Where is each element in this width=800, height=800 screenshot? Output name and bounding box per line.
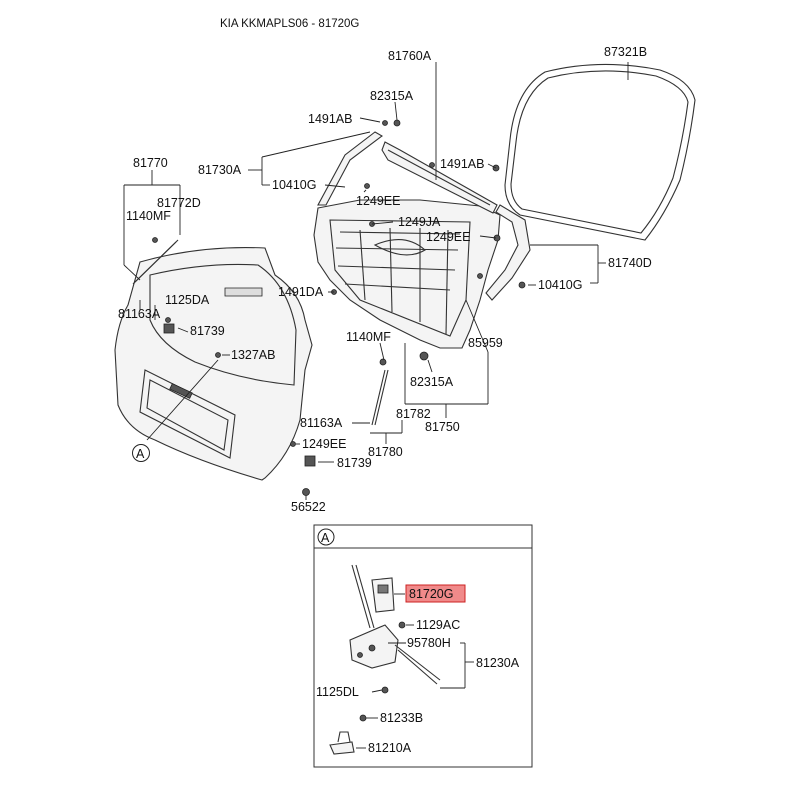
part-labels: 81760A 87321B 82315A 1491AB 1491AB 81770… [118,45,652,755]
label-87321b: 87321B [604,45,647,59]
detail-box: A [313,524,533,768]
label-81163a-mid: 81163A [300,416,343,430]
label-1249ee-low: 1249EE [302,437,346,451]
trim-panel [313,199,501,349]
highlighted-part-81720g [405,584,466,603]
lock-switch [371,577,395,613]
left-side-trim [317,131,383,206]
label-1327ab: 1327AB [231,348,275,362]
bracket-81739-low [304,455,316,467]
label-81740d: 81740D [608,256,652,270]
label-1125dl: 1125DL [316,685,359,699]
bolt-1125dl [381,686,389,694]
diagram-title: KIA KKMAPLS06 - 81720G [220,18,359,30]
tailgate-panel [114,247,313,481]
label-1249ee-top: 1249EE [356,194,400,208]
label-81780: 81780 [368,445,403,459]
label-81230a: 81230A [476,656,520,670]
bolt-1129ac [398,621,406,629]
clip-82315a [393,119,401,127]
label-1140mf-mid: 1140MF [346,330,391,344]
label-81782: 81782 [396,407,431,421]
label-1491ab-right: 1491AB [440,157,484,171]
weatherstrip [504,63,696,241]
label-81739-left: 81739 [190,324,225,338]
label-56522: 56522 [291,500,326,514]
label-1140mf-left: 1140MF [126,209,171,223]
label-1249ee-right: 1249EE [426,230,470,244]
label-81760a: 81760A [388,49,432,63]
striker [329,741,355,755]
detail-marker-main [132,444,150,462]
label-81772d: 81772D [157,196,201,210]
gas-strut-right [371,369,386,426]
label-10410g-left: 10410G [272,178,316,192]
right-side-trim [485,204,531,301]
label-82315a-low: 82315A [410,375,454,389]
latch-rod [351,564,371,629]
label-81720g: 81720G [409,587,453,601]
label-1491da: 1491DA [278,285,324,299]
label-10410g-right: 10410G [538,278,582,292]
label-81730a: 81730A [198,163,242,177]
bracket-81739-left [163,323,175,334]
leader-lines [123,62,629,500]
label-1249ja: 1249JA [398,215,441,229]
label-81210a: 81210A [368,741,412,755]
label-81770: 81770 [133,156,168,170]
detail-marker-box-letter: A [321,531,330,545]
label-81739-low: 81739 [337,456,372,470]
label-1125da: 1125DA [165,293,210,307]
label-82315a-top: 82315A [370,89,414,103]
label-1129ac: 1129AC [416,618,460,632]
label-95780h: 95780H [407,636,451,650]
label-81750: 81750 [425,420,460,434]
label-81163a-left: 81163A [118,307,161,321]
label-1491ab-left: 1491AB [308,112,352,126]
detail-marker-main-letter: A [136,447,145,461]
detail-marker-box [317,528,335,546]
label-85959: 85959 [468,336,503,350]
label-81233b: 81233B [380,711,423,725]
